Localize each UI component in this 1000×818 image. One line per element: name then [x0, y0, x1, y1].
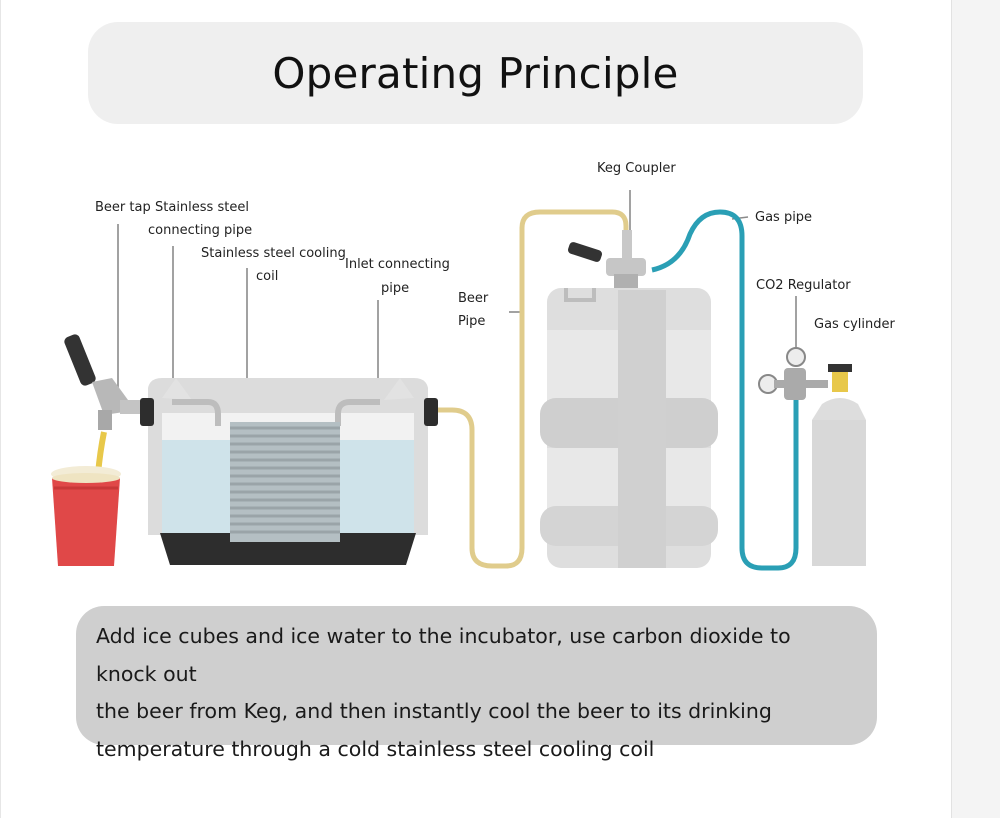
label-cooling-coil-1: Stainless steel cooling	[201, 246, 346, 261]
label-steel-pipe-1: Stainless steel	[155, 200, 249, 215]
label-beer-pipe-2: Pipe	[458, 314, 486, 329]
label-beer-pipe-1: Beer	[458, 291, 489, 306]
title-banner: Operating Principle	[88, 22, 863, 124]
label-co2-regulator: CO2 Regulator	[756, 278, 851, 293]
beer-cup	[51, 431, 121, 566]
description-line-3: temperature through a cold stainless ste…	[96, 736, 655, 761]
label-inlet-pipe-2: pipe	[381, 281, 410, 296]
left-border	[0, 0, 1, 818]
description-line-2: the beer from Keg, and then instantly co…	[96, 699, 772, 723]
gas-pipe	[651, 209, 799, 571]
page-title: Operating Principle	[272, 48, 679, 98]
beer-pipe	[438, 209, 629, 569]
cooling-coil	[230, 422, 340, 542]
right-panel	[951, 0, 1000, 818]
description-panel: Add ice cubes and ice water to the incub…	[76, 606, 877, 761]
keg-coupler	[568, 230, 646, 288]
inlet-connecting-pipe	[335, 399, 380, 426]
label-beer-tap: Beer tap	[95, 200, 151, 215]
label-inlet-pipe-1: Inlet connecting	[345, 257, 450, 272]
keg	[540, 288, 718, 568]
co2-regulator	[758, 347, 828, 400]
label-keg-coupler: Keg Coupler	[597, 161, 676, 176]
beer-tap	[64, 334, 146, 430]
description-line-1: Add ice cubes and ice water to the incub…	[96, 624, 791, 686]
diagram-illustration	[51, 190, 866, 571]
steel-connecting-pipe	[172, 399, 221, 426]
label-cooling-coil-2: coil	[256, 269, 279, 284]
label-gas-pipe: Gas pipe	[755, 210, 813, 225]
label-gas-cylinder: Gas cylinder	[814, 317, 895, 332]
gas-cylinder	[812, 364, 866, 566]
label-steel-pipe-2: connecting pipe	[148, 223, 253, 238]
